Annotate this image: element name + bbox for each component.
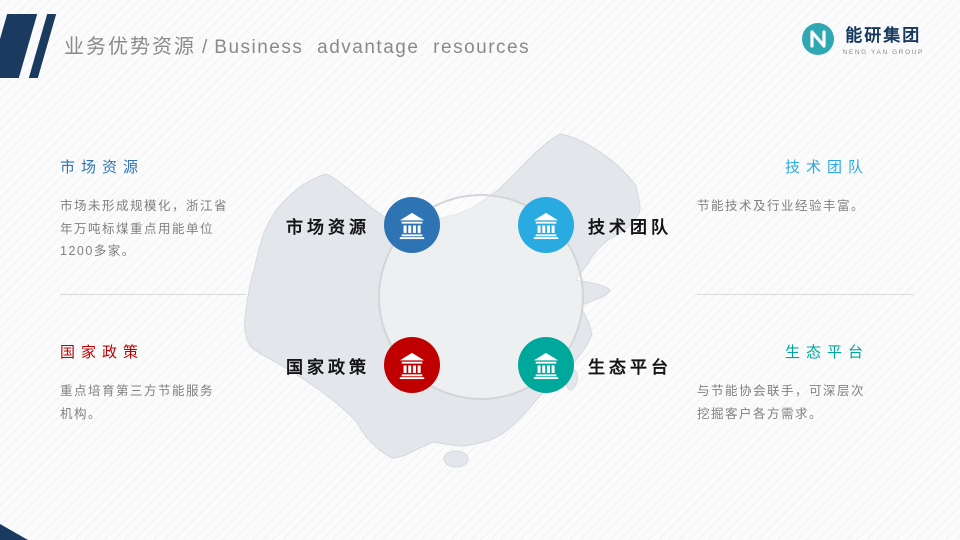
- diagram-node-tech: 技术团队: [518, 197, 672, 253]
- diagram-node-label: 生态平台: [588, 357, 672, 377]
- bank-icon: [384, 337, 440, 393]
- section-tech: 技术团队 节能技术及行业经验丰富。: [697, 156, 913, 294]
- section-body-policy: 重点培育第三方节能服务 机构。: [60, 384, 215, 421]
- page-title-en: Business advantage resources: [214, 37, 531, 58]
- logo-company-name: 能研集团: [845, 26, 922, 46]
- section-body-market: 市场未形成规模化，浙江省 年万吨标煤重点用能单位 1200多家。: [60, 199, 229, 258]
- diagram-node-label: 技术团队: [588, 217, 672, 237]
- diagram-node-market: 市场资源: [286, 197, 440, 253]
- page-title: 业务优势资源 /Business advantage resources: [64, 30, 530, 59]
- logo-company-name-en: NENG YAN GROUP: [842, 48, 924, 56]
- bank-icon: [518, 337, 574, 393]
- section-policy: 国家政策 重点培育第三方节能服务 机构。: [60, 341, 246, 479]
- logo-icon: [801, 22, 835, 61]
- right-divider: [697, 294, 913, 295]
- diagram-node-label: 国家政策: [286, 357, 370, 377]
- left-column: 市场资源 市场未形成规模化，浙江省 年万吨标煤重点用能单位 1200多家。 国家…: [60, 156, 246, 479]
- section-market: 市场资源 市场未形成规模化，浙江省 年万吨标煤重点用能单位 1200多家。: [60, 156, 246, 294]
- company-logo: 能研集团 NENG YAN GROUP: [801, 22, 924, 61]
- page-title-cn: 业务优势资源: [64, 36, 196, 58]
- section-eco: 生态平台 与节能协会联手，可深层次 挖掘客户各方需求。: [697, 341, 913, 479]
- section-body-eco: 与节能协会联手，可深层次 挖掘客户各方需求。: [697, 384, 866, 421]
- hainan-island: [443, 450, 469, 468]
- left-divider: [60, 294, 246, 295]
- section-heading-tech: 技术团队: [784, 159, 869, 176]
- diagram-node-policy: 国家政策: [286, 337, 440, 393]
- corner-triangle: [0, 524, 28, 540]
- section-heading-policy: 国家政策: [60, 344, 145, 361]
- page-title-separator: /: [202, 37, 209, 58]
- section-heading-market: 市场资源: [60, 159, 145, 176]
- bank-icon: [518, 197, 574, 253]
- right-column: 技术团队 节能技术及行业经验丰富。 生态平台 与节能协会联手，可深层次 挖掘客户…: [697, 156, 913, 479]
- diagram-node-eco: 生态平台: [518, 337, 672, 393]
- diagram-node-label: 市场资源: [286, 217, 370, 237]
- section-body-tech: 节能技术及行业经验丰富。: [697, 199, 866, 213]
- bank-icon: [384, 197, 440, 253]
- section-heading-eco: 生态平台: [784, 344, 869, 361]
